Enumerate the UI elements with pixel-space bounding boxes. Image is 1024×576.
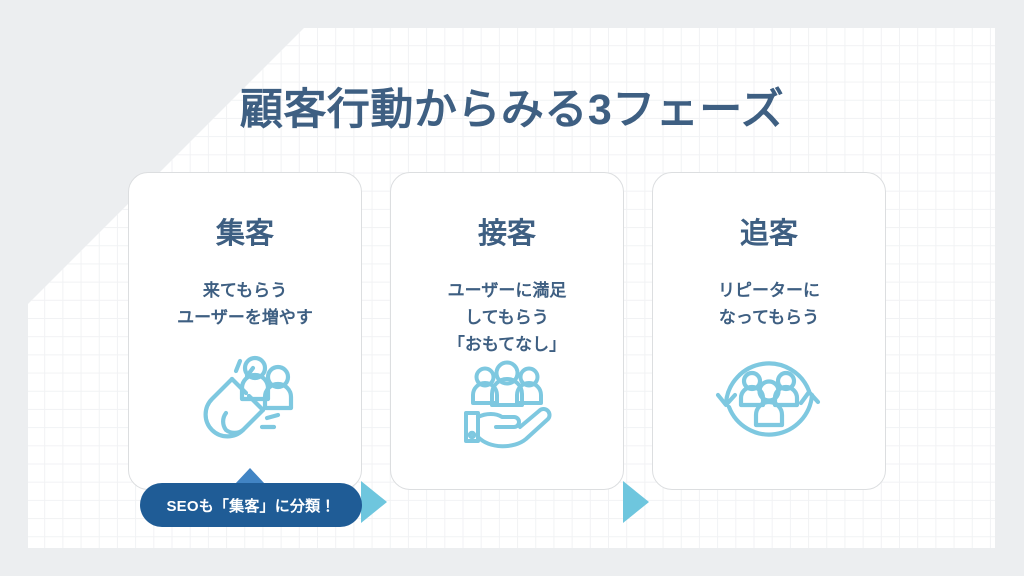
phase-card-1-description: 来てもらう ユーザーを増やす: [177, 281, 313, 327]
magnet-attracting-people-icon: [190, 351, 300, 447]
badge-pointer-triangle-icon: [235, 468, 265, 484]
arrow-phase-2-to-3: [623, 481, 649, 523]
seo-note-badge[interactable]: SEOも「集客」に分類！: [140, 483, 362, 527]
phase-card-3-title: 追客: [739, 218, 798, 250]
phase-cards-row: 集客 来てもらう ユーザーを増やす: [0, 172, 1024, 523]
phase-card-2-description: ユーザーに満足 してもらう 「おもてなし」: [447, 281, 567, 354]
arrow-phase-1-to-2: [361, 481, 387, 523]
phase-card-3[interactable]: 追客 リピーターに なってもらう: [652, 172, 886, 490]
page-title: 顧客行動からみる3フェーズ: [239, 86, 785, 134]
hand-holding-people-icon: [452, 359, 562, 455]
phase-card-2[interactable]: 接客 ユーザーに満足 してもらう 「おもてなし」: [390, 172, 624, 490]
people-cycle-arrows-icon: [714, 351, 824, 447]
phase-card-2-title: 接客: [477, 218, 536, 250]
seo-note-badge-label: SEOも「集客」に分類！: [166, 497, 336, 515]
phase-card-1-title: 集客: [215, 218, 274, 250]
phase-card-3-description: リピーターに なってもらう: [718, 281, 820, 327]
phase-card-1[interactable]: 集客 来てもらう ユーザーを増やす: [128, 172, 362, 490]
